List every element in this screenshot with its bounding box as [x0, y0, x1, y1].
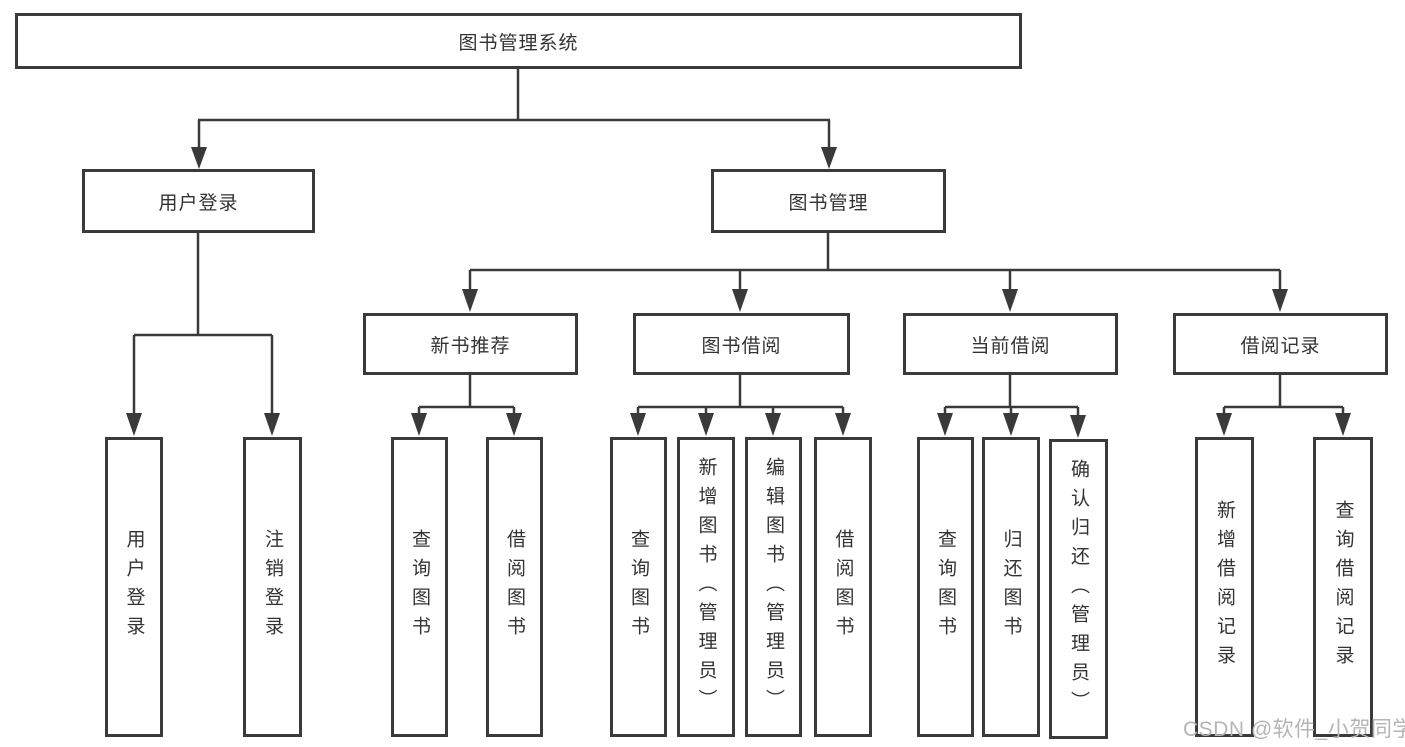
node-current-borrow: 当前借阅	[903, 313, 1118, 375]
book-borrow-branch	[630, 375, 851, 436]
leaf-confirm-return-admin-label: 确认归还（管理员）	[1068, 458, 1089, 720]
leaf-query-book-recommend: 查询图书	[391, 437, 448, 737]
book-management-branch	[462, 233, 1288, 312]
root-branch	[191, 69, 837, 169]
new-book-recommend-branch	[411, 375, 522, 436]
leaf-borrow-book: 借阅图书	[814, 437, 872, 737]
leaf-user-login-label: 用户登录	[123, 529, 145, 645]
leaf-return-book-label: 归还图书	[1000, 529, 1022, 645]
watermark: CSDN @软件_小贺同学	[1183, 718, 1405, 741]
leaf-return-book: 归还图书	[982, 437, 1040, 737]
leaf-query-book-borrow: 查询图书	[610, 437, 667, 737]
leaf-confirm-return-admin: 确认归还（管理员）	[1049, 439, 1108, 739]
leaf-logout-label: 注销登录	[262, 529, 283, 645]
node-book-management: 图书管理	[711, 169, 946, 233]
node-book-management-label: 图书管理	[788, 192, 869, 214]
node-new-book-recommend: 新书推荐	[363, 313, 578, 375]
leaf-edit-book-admin-label: 编辑图书（管理员）	[763, 456, 784, 718]
leaf-borrow-book-label: 借阅图书	[832, 529, 854, 645]
borrow-record-branch	[1216, 375, 1351, 436]
leaf-user-login: 用户登录	[105, 437, 163, 737]
user-login-branch	[126, 233, 280, 436]
current-borrow-branch	[937, 375, 1086, 438]
leaf-query-book-borrow-label: 查询图书	[628, 529, 649, 645]
node-borrow-record-label: 借阅记录	[1240, 335, 1321, 357]
leaf-query-borrow-record-label: 查询借阅记录	[1332, 500, 1354, 674]
leaf-query-borrow-record: 查询借阅记录	[1313, 437, 1373, 737]
leaf-add-borrow-record: 新增借阅记录	[1195, 437, 1254, 737]
leaf-add-book-admin-label: 新增图书（管理员）	[695, 456, 717, 718]
node-current-borrow-label: 当前借阅	[970, 335, 1051, 357]
leaf-add-book-admin: 新增图书（管理员）	[677, 437, 735, 737]
leaf-logout: 注销登录	[243, 437, 302, 737]
leaf-edit-book-admin: 编辑图书（管理员）	[745, 437, 802, 737]
node-new-book-recommend-label: 新书推荐	[430, 335, 511, 357]
node-book-borrow-label: 图书借阅	[701, 335, 782, 357]
node-root-label: 图书管理系统	[458, 32, 579, 54]
leaf-borrow-book-recommend-label: 借阅图书	[504, 529, 525, 645]
node-root: 图书管理系统	[15, 13, 1022, 69]
node-book-borrow: 图书借阅	[633, 313, 850, 375]
leaf-query-book-current: 查询图书	[917, 437, 974, 737]
leaf-query-book-current-label: 查询图书	[935, 529, 956, 645]
node-user-login: 用户登录	[82, 169, 315, 233]
node-user-login-label: 用户登录	[158, 192, 239, 214]
node-borrow-record: 借阅记录	[1173, 313, 1388, 375]
leaf-borrow-book-recommend: 借阅图书	[486, 437, 543, 737]
leaf-add-borrow-record-label: 新增借阅记录	[1214, 500, 1235, 674]
leaf-query-book-recommend-label: 查询图书	[409, 529, 430, 645]
